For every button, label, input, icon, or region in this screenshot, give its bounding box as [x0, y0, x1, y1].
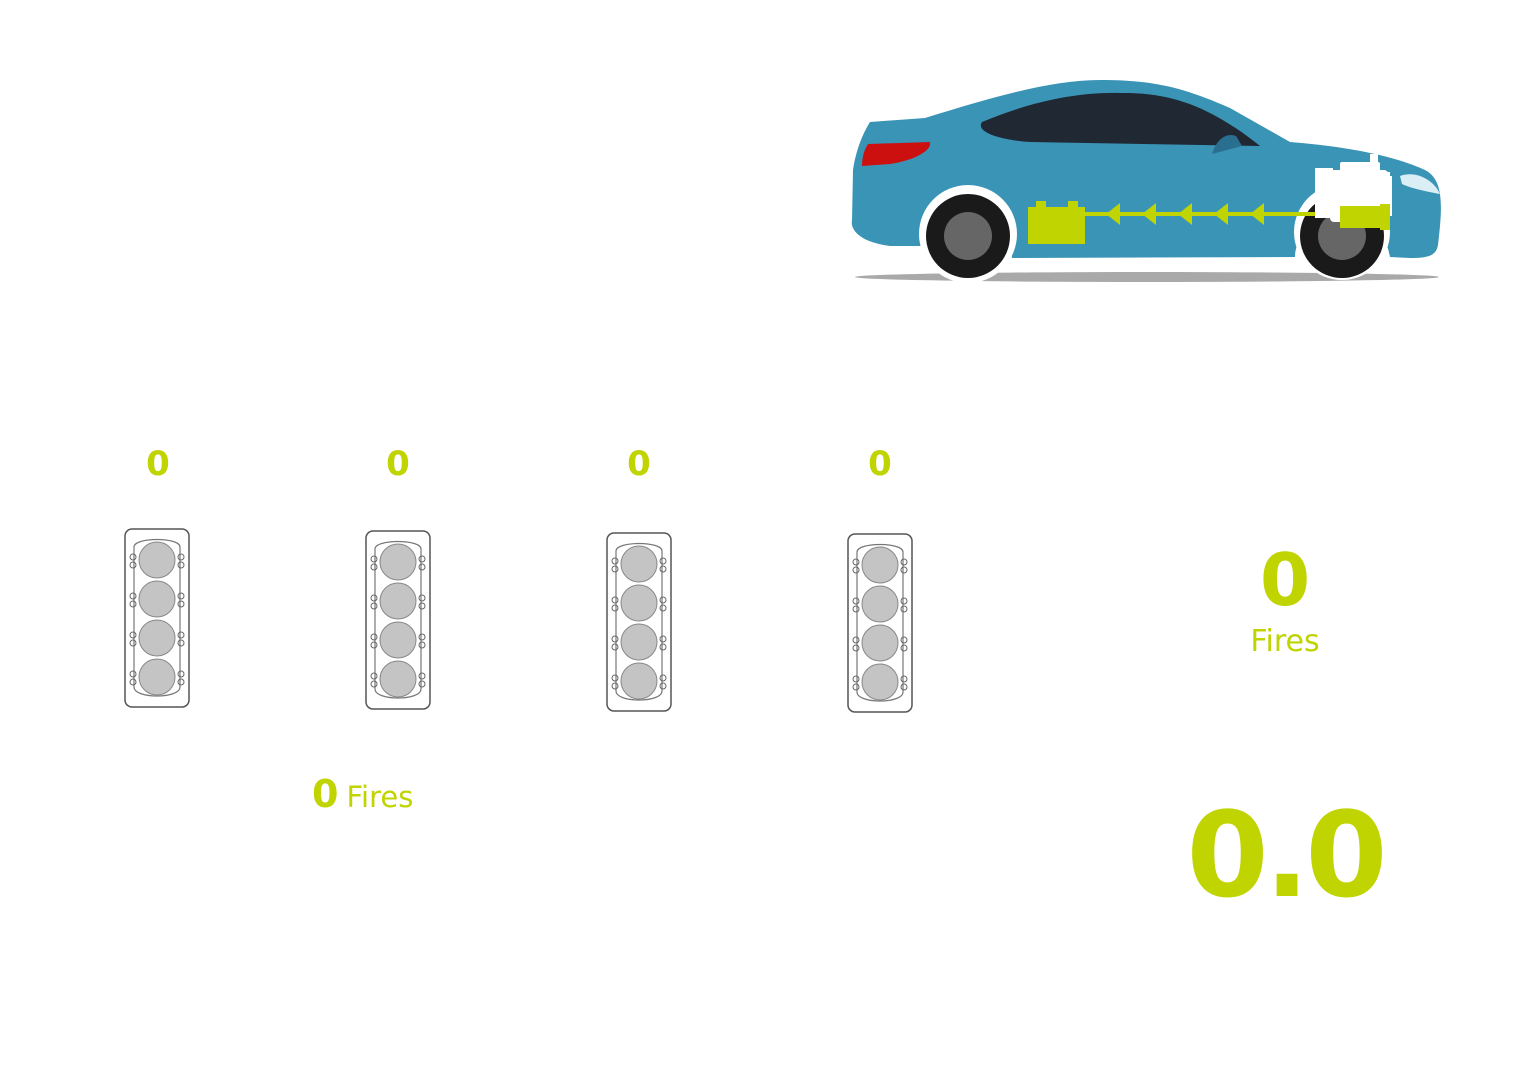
rear-hub: [944, 212, 992, 260]
car-window: [980, 92, 1260, 146]
head-light: [1400, 174, 1440, 194]
car-shadow: [855, 272, 1439, 282]
fires-total-label: Fires: [346, 780, 414, 814]
engine-block-icon: [847, 533, 913, 713]
cylinder-count-1: 0: [146, 444, 170, 484]
cylinder-count-3: 0: [627, 444, 651, 484]
side-fires-label: Fires: [1250, 624, 1320, 659]
battery-icon: [1028, 201, 1085, 244]
engine-block-icon: [124, 528, 190, 708]
power-flow: [1084, 203, 1342, 225]
tail-light: [862, 142, 931, 166]
fires-total-value: 0: [312, 772, 339, 816]
hybrid-car-icon: [851, 80, 1441, 283]
side-fires-value: 0: [1259, 538, 1311, 622]
engine-icon: [1315, 154, 1392, 230]
car-mirror: [1212, 134, 1242, 154]
cylinder-count-4: 0: [868, 444, 892, 484]
engine-block-icon: [606, 532, 672, 712]
cylinder-count-2: 0: [386, 444, 410, 484]
engine-block-icon: [365, 530, 431, 710]
big-value-readout: 0.0: [1186, 786, 1387, 924]
